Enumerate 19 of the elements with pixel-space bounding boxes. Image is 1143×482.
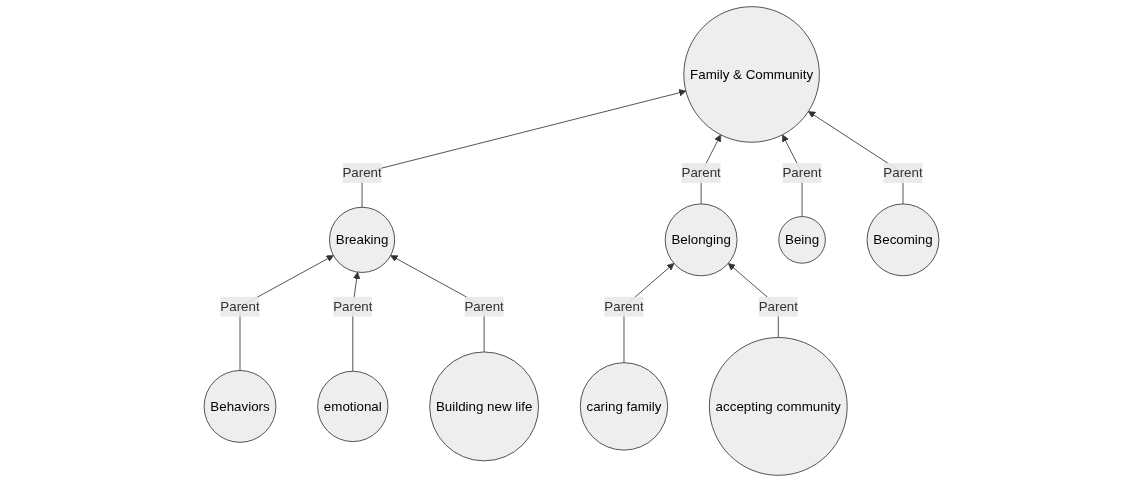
edge-label: Parent <box>342 165 382 180</box>
edge-label: Parent <box>758 299 798 314</box>
edge-label: Parent <box>604 299 644 314</box>
node-circle: caring family <box>579 362 669 451</box>
node-circle: accepting community <box>708 337 848 476</box>
edge-label: Parent <box>220 299 260 314</box>
node-circle: Building new life <box>429 351 539 462</box>
edge-label: Parent <box>681 165 721 180</box>
edge-label: Parent <box>782 165 822 180</box>
node-circle: Being <box>778 216 826 264</box>
node-circle: Breaking <box>329 206 396 273</box>
node-circle: Family & Community <box>683 6 820 143</box>
node-circle: Becoming <box>866 203 940 277</box>
edge-label: Parent <box>333 299 373 314</box>
edge-label: Parent <box>464 299 504 314</box>
node-circle: emotional <box>317 370 389 442</box>
node-circle: Behaviors <box>203 370 277 443</box>
edge-label: Parent <box>883 165 923 180</box>
node-circle: Belonging <box>664 203 738 277</box>
